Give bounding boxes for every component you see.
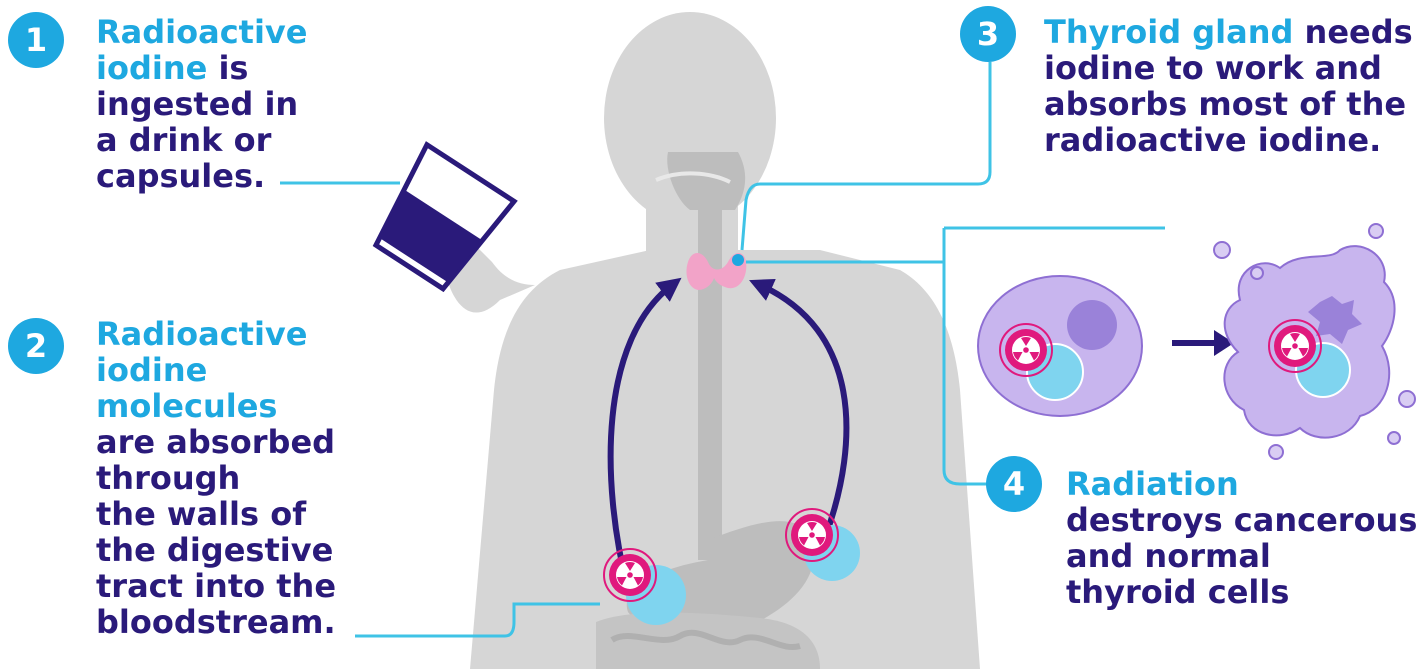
step-3-line-2: absorbs most of the xyxy=(1044,86,1413,122)
step-3-line-1: iodine to work and xyxy=(1044,50,1413,86)
step-3-line-3: radioactive iodine. xyxy=(1044,122,1413,158)
step-2-badge: 2 xyxy=(8,318,64,374)
step-2-text: Radioactive iodine molecules are absorbe… xyxy=(96,316,336,640)
arrow-icon xyxy=(1172,330,1234,356)
step-4-line-1: destroys cancerous xyxy=(1066,502,1417,538)
step-3-line-0: Thyroid gland needs xyxy=(1044,14,1413,50)
step-4-highlight-line: Radiation xyxy=(1066,466,1417,502)
step-2-line-5: tract into the xyxy=(96,568,336,604)
step-3-text: Thyroid gland needs iodine to work and a… xyxy=(1044,14,1413,158)
destroyed-cell xyxy=(1214,224,1415,459)
step-2-highlight-line-1: Radioactive xyxy=(96,316,336,352)
step-2-highlight-line-3: molecules xyxy=(96,388,336,424)
step-2-highlight-line-2: iodine xyxy=(96,352,336,388)
step-1-badge: 1 xyxy=(8,12,64,68)
step-4-text: Radiation destroys cancerous and normal … xyxy=(1066,466,1417,610)
step-1-line-1: iodine is xyxy=(96,50,307,86)
step-4-line-3: thyroid cells xyxy=(1066,574,1417,610)
step-4-badge: 4 xyxy=(986,456,1042,512)
normal-thyroid-cell xyxy=(978,276,1142,416)
step-2-line-1: are absorbed xyxy=(96,424,336,460)
step-1-line-4: capsules. xyxy=(96,158,307,194)
step-2-line-3: the walls of xyxy=(96,496,336,532)
step-1-line-2: ingested in xyxy=(96,86,307,122)
step-1-text: Radioactive iodine is ingested in a drin… xyxy=(96,14,307,194)
step-1-line-3: a drink or xyxy=(96,122,307,158)
step-3-badge: 3 xyxy=(960,6,1016,62)
step-2-line-2: through xyxy=(96,460,336,496)
step-2-line-4: the digestive xyxy=(96,532,336,568)
step-1-highlight-line: Radioactive xyxy=(96,14,307,50)
step-2-line-6: bloodstream. xyxy=(96,604,336,640)
step-4-line-2: and normal xyxy=(1066,538,1417,574)
